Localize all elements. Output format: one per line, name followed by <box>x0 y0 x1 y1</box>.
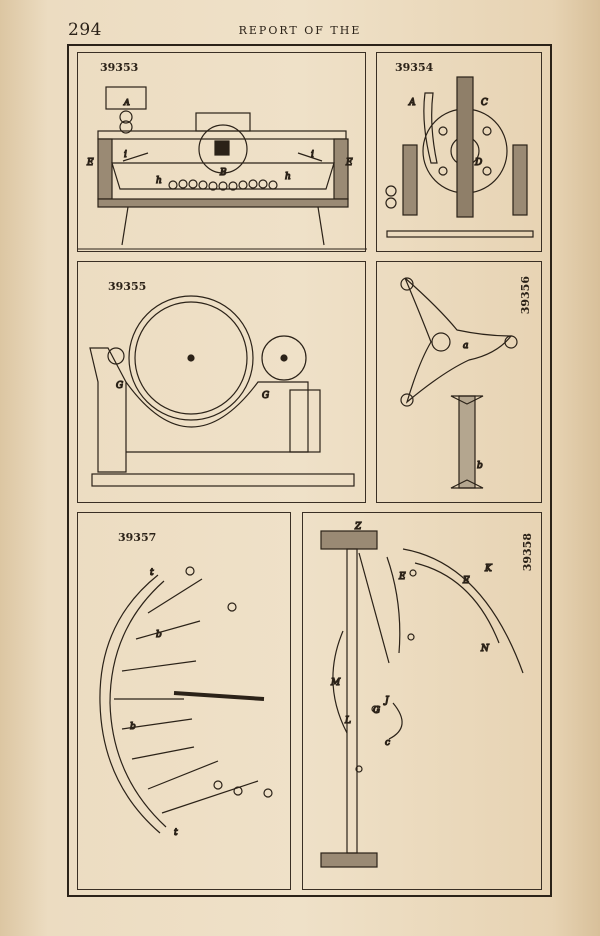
figure-39356-panel: 39356 a b <box>376 261 542 503</box>
figure-39357-panel: 39357 t b b t <box>77 512 291 890</box>
figure-39353-drawing: A E E i i h h B <box>78 86 367 250</box>
label-A: A <box>408 98 416 108</box>
label-G-right: G <box>262 391 269 401</box>
figure-39354-drawing: A C D <box>385 76 534 238</box>
figure-39355-panel: 39355 G G <box>77 261 366 503</box>
label-b: b <box>477 461 483 471</box>
figure-39354-number: 39354 <box>395 61 434 74</box>
label-K: K <box>484 564 493 574</box>
figure-39354-panel: 39354 A C D <box>376 52 542 252</box>
label-A: A <box>123 98 130 107</box>
label-E-upper: E <box>398 572 406 582</box>
label-J: J <box>383 696 390 706</box>
label-b-upper: b <box>156 630 162 640</box>
label-C: C <box>481 98 488 108</box>
label-b-lower: b <box>130 722 136 732</box>
figure-39355-drawing: G G <box>89 295 355 487</box>
label-h-right: h <box>285 172 291 182</box>
page-number: 294 <box>68 20 102 40</box>
label-a: a <box>463 341 468 351</box>
label-L: L <box>344 716 351 726</box>
figure-39355-number: 39355 <box>108 280 147 293</box>
label-N: N <box>480 644 490 654</box>
figure-39353-panel: 39353 A E E i i h h B <box>77 52 367 252</box>
label-i-left: i <box>124 150 127 160</box>
label-E-left: E <box>86 158 94 168</box>
figure-39353-number: 39353 <box>100 61 139 74</box>
label-h-left: h <box>156 176 162 186</box>
label-G-left: G <box>116 381 123 391</box>
label-M: M <box>330 678 341 688</box>
label-Z: Z <box>354 522 362 532</box>
label-E-lower: E <box>462 576 470 586</box>
figure-39358-panel: 39358 Z K E E N M L J G c <box>302 512 542 890</box>
label-B: B <box>219 168 227 178</box>
label-t-top: t <box>150 568 154 578</box>
label-D: D <box>474 158 482 168</box>
figure-39357-number: 39357 <box>118 531 157 544</box>
running-title: REPORT OF THE <box>238 24 362 37</box>
label-t-bottom: t <box>174 828 178 838</box>
label-c: c <box>385 738 390 748</box>
figure-39358-drawing: Z K E E N M L J G c <box>320 521 524 868</box>
figure-39357-drawing: t b b t <box>99 566 273 839</box>
label-G: G <box>373 706 380 716</box>
label-E-right: E <box>345 158 353 168</box>
plate-frame <box>67 44 552 897</box>
label-i-right: i <box>311 150 314 160</box>
figure-39356-drawing: a b <box>400 277 518 489</box>
